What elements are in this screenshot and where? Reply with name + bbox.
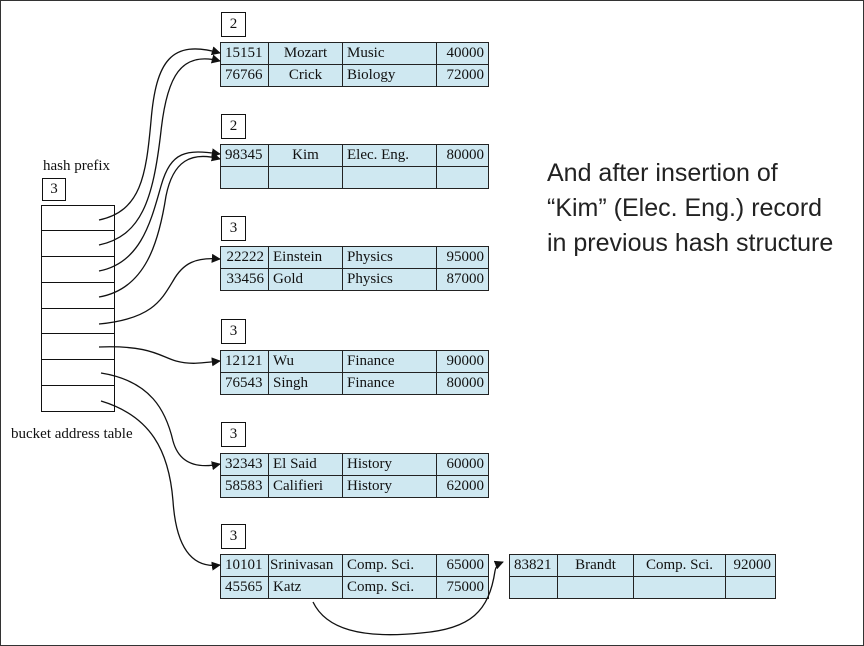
- record-id: 76543: [220, 372, 269, 395]
- record-name: Singh: [268, 372, 343, 395]
- pointer-entry-3: [98, 152, 221, 298]
- record-dept: Finance: [342, 372, 437, 395]
- record-dept: Physics: [342, 268, 437, 291]
- record-row: 15151 Mozart Music 40000: [220, 42, 489, 65]
- record-id: 45565: [220, 576, 269, 599]
- record-salary: 75000: [436, 576, 489, 599]
- record-dept: History: [342, 453, 437, 476]
- record-name: El Said: [268, 453, 343, 476]
- record-dept: Finance: [342, 350, 437, 373]
- bucket-6: 10101 Srinivasan Comp. Sci. 65000 45565 …: [220, 554, 489, 599]
- pointer-entry-4: [98, 253, 221, 325]
- record-name: Mozart: [268, 42, 343, 65]
- record-dept: Comp. Sci.: [342, 576, 437, 599]
- bucket-5-depth: 3: [221, 422, 246, 447]
- pointer-entry-7: [100, 400, 221, 571]
- record-id: 32343: [220, 453, 269, 476]
- table-entry-0: [41, 205, 115, 231]
- record-row: 76543 Singh Finance 80000: [220, 372, 489, 395]
- hash-prefix-box: 3: [42, 178, 66, 201]
- record-row-empty: [220, 166, 489, 189]
- record-name: Califieri: [268, 475, 343, 498]
- record-row: 58583 Califieri History 62000: [220, 475, 489, 498]
- record-salary: 40000: [436, 42, 489, 65]
- bucket-6-depth: 3: [221, 524, 246, 549]
- record-row-empty: [509, 576, 776, 599]
- record-dept: Music: [342, 42, 437, 65]
- bucket-3-depth: 3: [221, 216, 246, 241]
- caption: And after insertion of “Kim” (Elec. Eng.…: [547, 156, 863, 261]
- caption-line-2: “Kim” (Elec. Eng.) record: [547, 194, 823, 222]
- record-salary: 60000: [436, 453, 489, 476]
- record-row: 76766 Crick Biology 72000: [220, 64, 489, 87]
- record-id: 15151: [220, 42, 269, 65]
- bucket-1-depth: 2: [221, 12, 246, 37]
- record-id: 83821: [509, 554, 558, 577]
- overflow-pointer: [312, 560, 504, 636]
- record-dept: Biology: [342, 64, 437, 87]
- record-row: 32343 El Said History 60000: [220, 453, 489, 476]
- record-row: 45565 Katz Comp. Sci. 75000: [220, 576, 489, 599]
- record-row: 33456 Gold Physics 87000: [220, 268, 489, 291]
- overflow-bucket: 83821 Brandt Comp. Sci. 92000: [509, 554, 776, 599]
- bucket-3: 22222 Einstein Physics 95000 33456 Gold …: [220, 246, 489, 291]
- record-salary: 90000: [436, 350, 489, 373]
- record-row: 12121 Wu Finance 90000: [220, 350, 489, 373]
- record-dept: Comp. Sci.: [342, 554, 437, 577]
- bucket-2-depth: 2: [221, 114, 246, 139]
- table-entry-6: [41, 360, 115, 387]
- record-id: 10101: [220, 554, 269, 577]
- record-row: 83821 Brandt Comp. Sci. 92000: [509, 554, 776, 577]
- record-name: Crick: [268, 64, 343, 87]
- pointer-entry-1: [98, 54, 221, 246]
- record-salary: 92000: [725, 554, 776, 577]
- table-entry-5: [41, 334, 115, 361]
- table-entry-7: [41, 386, 115, 413]
- record-id: 58583: [220, 475, 269, 498]
- bucket-address-table-label: bucket address table: [11, 426, 133, 442]
- record-name: Gold: [268, 268, 343, 291]
- record-salary: [436, 166, 489, 189]
- bucket-address-table: [41, 205, 115, 413]
- record-salary: 87000: [436, 268, 489, 291]
- record-id: 76766: [220, 64, 269, 87]
- caption-line-1: And after insertion of: [547, 159, 778, 187]
- bucket-5: 32343 El Said History 60000 58583 Califi…: [220, 453, 489, 498]
- bucket-4-depth: 3: [221, 319, 246, 344]
- record-salary: 80000: [436, 144, 489, 167]
- pointer-entry-6: [100, 372, 221, 471]
- record-salary: 80000: [436, 372, 489, 395]
- record-row: 22222 Einstein Physics 95000: [220, 246, 489, 269]
- record-salary: 62000: [436, 475, 489, 498]
- record-salary: 72000: [436, 64, 489, 87]
- record-id: 22222: [220, 246, 269, 269]
- pointer-entry-0: [98, 46, 221, 221]
- record-salary: 95000: [436, 246, 489, 269]
- pointer-entry-2: [98, 148, 221, 272]
- record-salary: [725, 576, 776, 599]
- record-row: 98345 Kim Elec. Eng. 80000: [220, 144, 489, 167]
- record-dept: Elec. Eng.: [342, 144, 437, 167]
- bucket-4: 12121 Wu Finance 90000 76543 Singh Finan…: [220, 350, 489, 395]
- record-name: Srinivasan: [268, 554, 343, 577]
- record-id: 12121: [220, 350, 269, 373]
- caption-line-3: in previous hash structure: [547, 229, 834, 257]
- hash-prefix-label: hash prefix: [43, 158, 111, 174]
- bucket-2: 98345 Kim Elec. Eng. 80000: [220, 144, 489, 189]
- pointer-entry-5: [98, 346, 221, 367]
- bucket-1: 15151 Mozart Music 40000 76766 Crick Bio…: [220, 42, 489, 87]
